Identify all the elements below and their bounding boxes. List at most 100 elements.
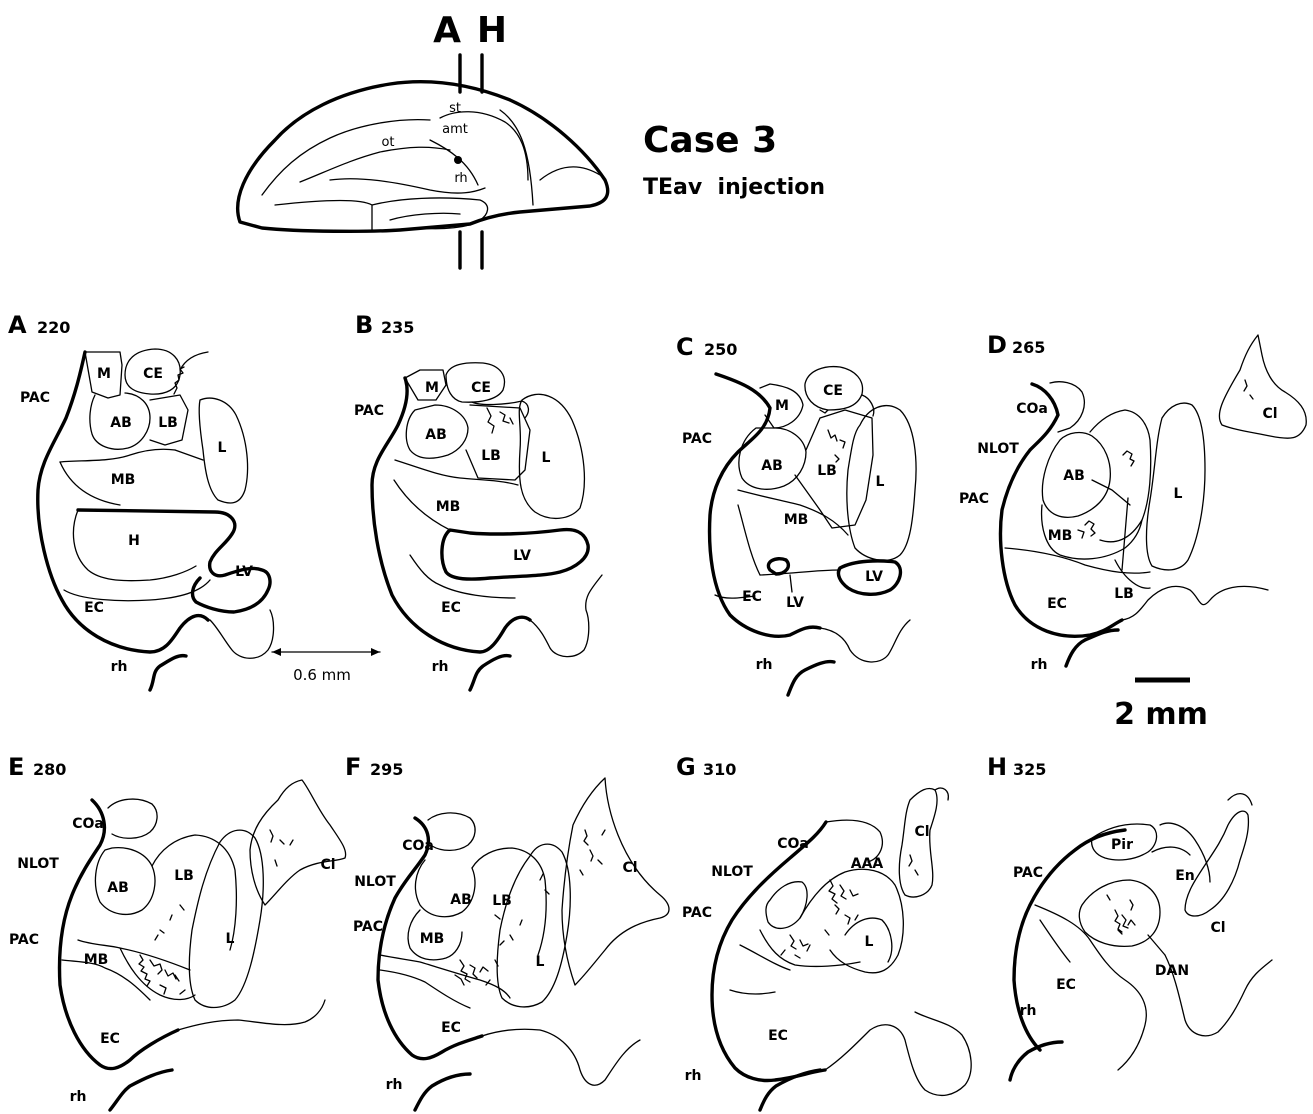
panel-g-label-rh: rh [685,1068,702,1084]
case-subtitle: TEav injection [643,175,825,200]
panel-f-label-mb: MB [420,931,445,947]
panel-d-label-mb: MB [1048,528,1073,544]
panel-a-label-m: M [97,366,111,382]
panel-d-label-pac: PAC [959,491,989,507]
panel-d-label-cl: Cl [1262,406,1277,422]
panel-c-number: 250 [704,340,737,359]
panel-h-label-pir: Pir [1111,837,1133,853]
panel-f-label-ec: EC [441,1020,461,1036]
panel-d-number: 265 [1012,338,1045,357]
panel-g-label-l: L [865,934,874,950]
panel-g-label-pac: PAC [682,905,712,921]
panel-d-label-ec: EC [1047,596,1067,612]
panel-f-label-l: L [536,954,545,970]
panel-f-label-nlot: NLOT [354,874,396,890]
panel-b: B 235 M CE PAC AB LB L MB LV EC rh [354,311,602,690]
panel-e-label-ec: EC [100,1031,120,1047]
panel-a: A 220 M CE PAC AB LB L MB H LV EC rh [8,311,274,690]
panel-a-label-lb: LB [158,415,178,431]
panel-e-label-mb: MB [84,952,109,968]
panel-h-label-cl: Cl [1210,920,1225,936]
brain-marker-a: A [433,10,461,51]
panel-b-label-lv: LV [513,548,531,564]
panel-b-number: 235 [381,318,414,337]
brain-label-st: st [449,101,461,116]
panel-c-label-l: L [876,474,885,490]
panel-e-label-ab: AB [107,880,129,896]
panel-g-letter: G [676,753,696,781]
panel-c-label-ec: EC [742,589,762,605]
panel-c-label-mb: MB [784,512,809,528]
panel-g: G 310 COa NLOT AAA Cl PAC L EC rh [676,753,971,1110]
panel-b-label-mb: MB [436,499,461,515]
panel-g-number: 310 [703,760,736,779]
panel-f-label-coa: COa [402,838,434,854]
panel-c-label-lv-2: LV [786,595,804,611]
panel-g-label-aaa: AAA [851,856,884,872]
panel-f-number: 295 [370,760,403,779]
panel-f-label-lb: LB [492,893,512,909]
panel-h-number: 325 [1013,760,1046,779]
panel-a-label-ec: EC [84,600,104,616]
panel-e: E 280 COa NLOT AB LB PAC MB L Cl EC rh [8,753,346,1110]
panel-b-letter: B [355,311,373,339]
panel-a-label-pac: PAC [20,390,50,406]
panel-a-letter: A [8,311,27,339]
panel-e-number: 280 [33,760,66,779]
panel-g-label-nlot: NLOT [711,864,753,880]
panel-d-label-lb: LB [1114,586,1134,602]
panel-f-label-rh: rh [386,1077,403,1093]
panel-h-letter: H [987,753,1007,781]
panel-c-label-pac: PAC [682,431,712,447]
brain-label-rh: rh [454,171,467,186]
panel-d: D 265 COa NLOT PAC AB MB L Cl EC LB rh [959,331,1306,673]
panel-d-label-l: L [1174,486,1183,502]
panel-d-label-rh: rh [1031,657,1048,673]
panel-b-label-ab: AB [425,427,447,443]
scale-bar-large: 2 mm [1114,680,1208,732]
panel-d-label-nlot: NLOT [977,441,1019,457]
panel-c-label-rh: rh [756,657,773,673]
panel-c-label-ce: CE [823,383,843,399]
panel-f: F 295 COa NLOT AB LB PAC MB L Cl EC rh [345,753,669,1110]
panel-b-label-ce: CE [471,380,491,396]
panel-f-label-pac: PAC [353,919,383,935]
panel-e-label-rh: rh [70,1089,87,1105]
panel-e-label-nlot: NLOT [17,856,59,872]
panel-f-letter: F [345,753,361,781]
scale-bar-large-label: 2 mm [1114,697,1208,732]
panel-e-label-pac: PAC [9,932,39,948]
scale-bar-small: 0.6 mm [272,648,380,684]
panel-d-label-coa: COa [1016,401,1048,417]
panel-h-label-dan: DAN [1155,963,1189,979]
panel-c-label-ab: AB [761,458,783,474]
panel-c-label-lb: LB [817,463,837,479]
panel-a-label-rh: rh [111,659,128,675]
case-title: Case 3 [643,120,777,161]
panel-a-label-h: H [128,533,140,549]
panel-c-label-lv-1: LV [865,569,883,585]
panel-d-letter: D [987,331,1007,359]
panel-e-label-coa: COa [72,816,104,832]
panel-f-label-cl: Cl [622,860,637,876]
panel-b-label-m: M [425,380,439,396]
panel-b-label-lb: LB [481,448,501,464]
brain-label-amt: amt [442,122,468,137]
panel-a-label-l: L [218,440,227,456]
panel-d-label-ab: AB [1063,468,1085,484]
panel-c-letter: C [676,333,694,361]
panel-b-label-ec: EC [441,600,461,616]
panel-h-label-pac: PAC [1013,865,1043,881]
panel-e-letter: E [8,753,24,781]
panel-a-label-ab: AB [110,415,132,431]
panel-a-number: 220 [37,318,70,337]
panel-b-label-pac: PAC [354,403,384,419]
panel-a-label-lv: LV [235,564,253,580]
panel-h-label-rh: rh [1020,1003,1037,1019]
panel-h: H 325 Pir PAC En Cl EC DAN rh [987,753,1272,1080]
panel-a-label-mb: MB [111,472,136,488]
panel-e-label-lb: LB [174,868,194,884]
panel-e-label-l: L [226,931,235,947]
brain-lateral-view: A H st amt ot rh [238,10,608,268]
panel-a-label-fibers [174,367,184,394]
